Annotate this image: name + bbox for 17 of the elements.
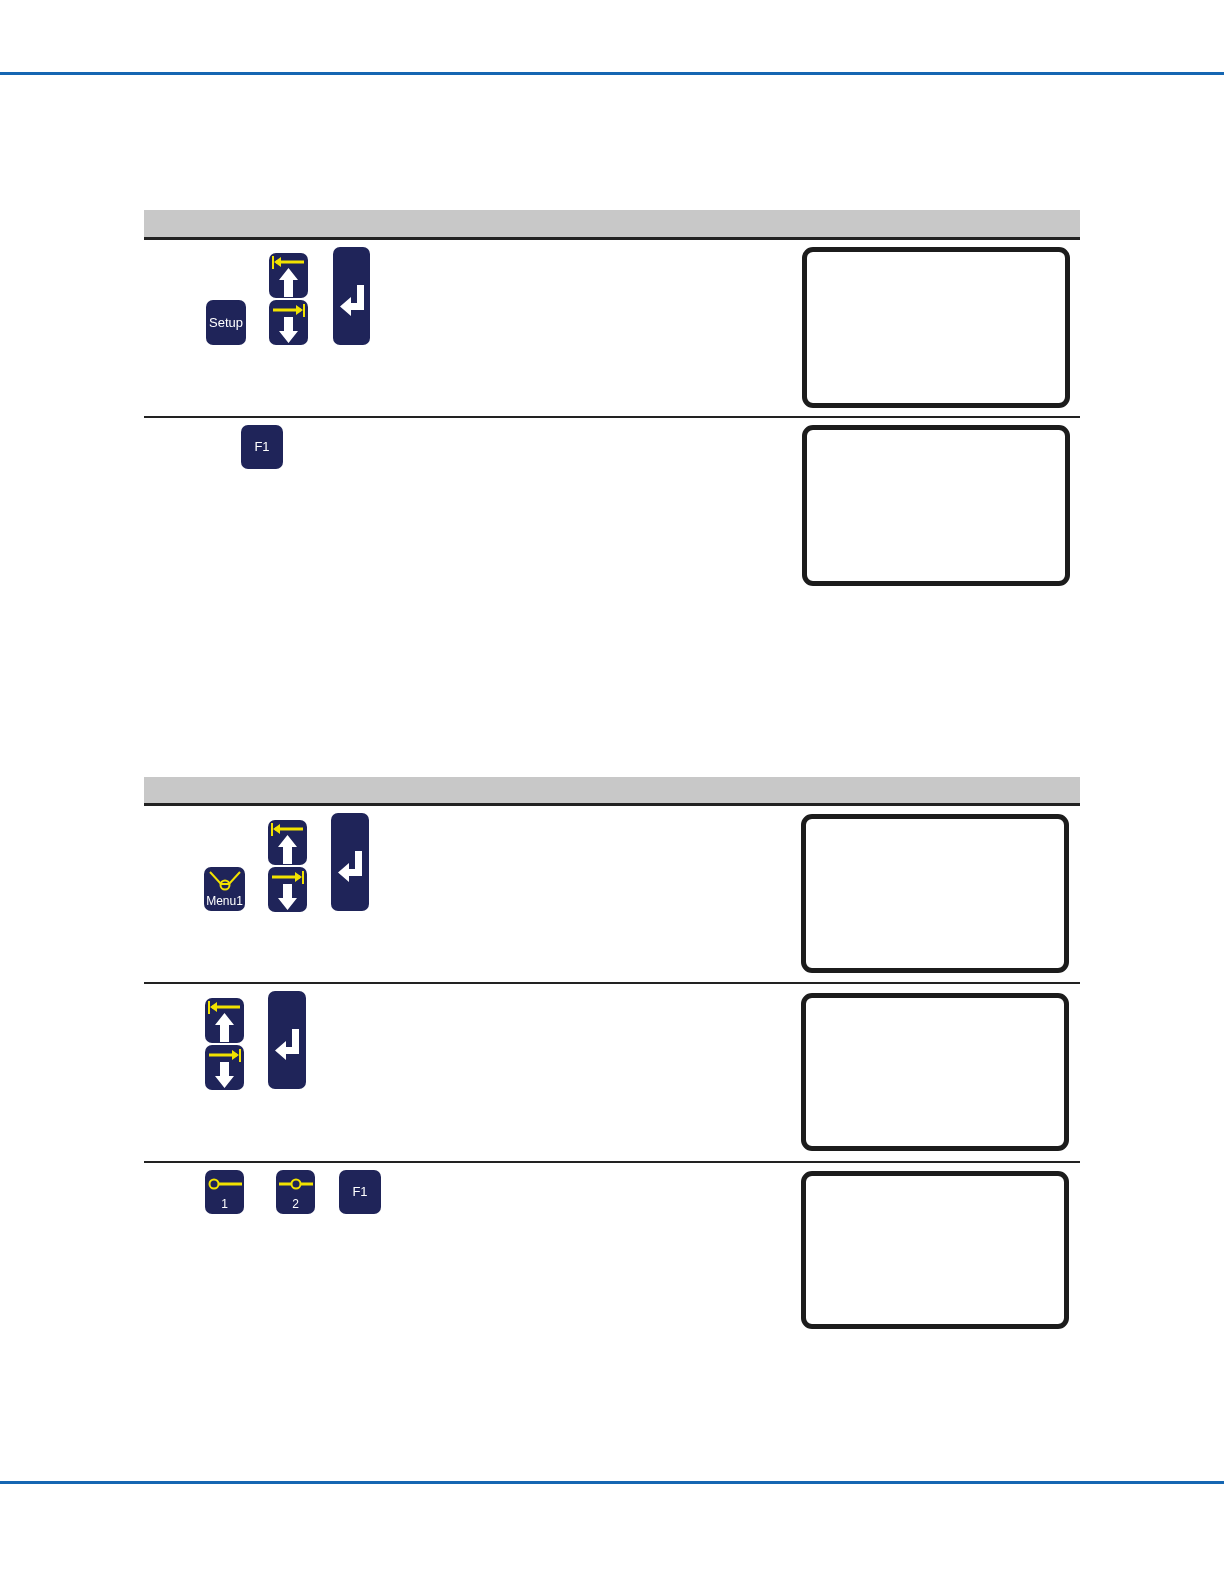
key-legend: 2 <box>292 1198 299 1211</box>
display-screen <box>801 814 1069 973</box>
keypad-key <box>205 1170 244 1214</box>
display-screen <box>801 1171 1069 1329</box>
display-screen <box>801 993 1069 1151</box>
keypad-key <box>241 425 283 469</box>
key-legend: Setup <box>209 315 243 330</box>
display-screen <box>802 425 1070 586</box>
key-legend: F1 <box>254 440 270 454</box>
keypad-key <box>276 1170 315 1214</box>
key-legend: F1 <box>352 1185 368 1199</box>
key-legend: Menu1 <box>206 895 243 908</box>
keypad-key <box>339 1170 381 1214</box>
display-screen <box>802 247 1070 408</box>
key-legend: 1 <box>221 1198 228 1211</box>
keypad-key <box>206 300 246 345</box>
keypad-key <box>204 867 245 911</box>
